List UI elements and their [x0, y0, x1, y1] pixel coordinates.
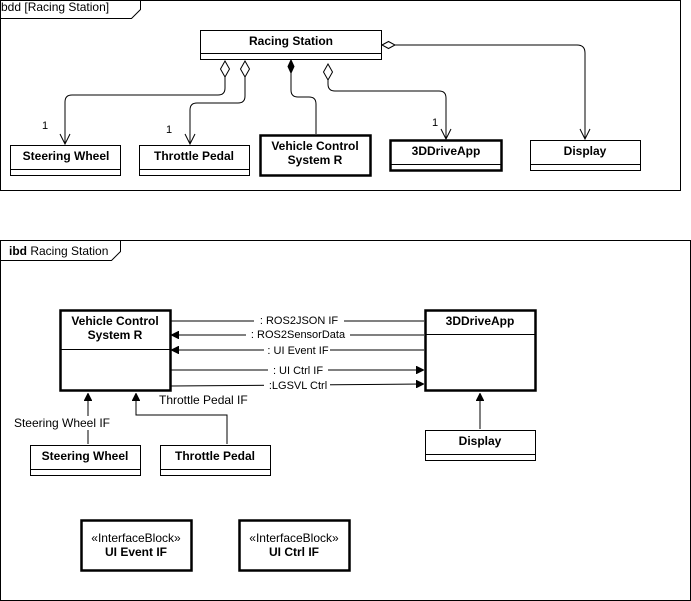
bdd-frame: bdd [Racing Station]: [0, 0, 681, 191]
interface-block-name: UI Ctrl IF: [269, 545, 319, 559]
connector-lgsvl-label: :LGSVL Ctrl: [269, 380, 327, 392]
vcs-label-line1: Vehicle Control: [271, 139, 358, 153]
steering-wheel-label: Steering Wheel: [23, 149, 110, 163]
aggregation-display: [380, 40, 585, 140]
interface-block-stereotype: «InterfaceBlock»: [249, 531, 339, 545]
bdd-block-steering-wheel[interactable]: Steering Wheel: [10, 145, 121, 176]
aggregation-throttle-pedal: 1: [166, 59, 251, 144]
display-label: Display: [564, 144, 607, 158]
connector-throttle-pedal-if-label: Throttle Pedal IF: [159, 393, 248, 407]
connector-ui-ctrl-label: : UI Ctrl IF: [273, 365, 323, 377]
aggregation-diamond-icon: [322, 62, 334, 82]
bdd-block-throttle-pedal[interactable]: Throttle Pedal: [139, 145, 250, 176]
composition-vehicle-control-system: [287, 58, 317, 134]
connector-ui-event-if: : UI Event IF: [172, 344, 424, 357]
multiplicity-throttle-pedal: 1: [166, 124, 172, 136]
ibd-steering-wheel-label: Steering Wheel: [42, 449, 129, 463]
ibd-throttle-pedal-label: Throttle Pedal: [175, 449, 255, 463]
bdd-block-display[interactable]: Display: [530, 140, 641, 171]
connector-throttle-pedal-if: Throttle Pedal IF: [136, 393, 248, 444]
connector-ros2sensordata-label: : ROS2SensorData: [251, 329, 346, 341]
bdd-block-vehicle-control-system[interactable]: Vehicle Control System R: [259, 134, 372, 177]
connector-steering-wheel-if-label: Steering Wheel IF: [14, 416, 110, 430]
connector-steering-wheel-if: Steering Wheel IF: [14, 394, 110, 444]
ibd-part-throttle-pedal[interactable]: Throttle Pedal: [160, 445, 271, 476]
interface-block-ui-ctrl-if[interactable]: «InterfaceBlock» UI Ctrl IF: [238, 519, 351, 572]
connector-ui-event-label: : UI Event IF: [267, 345, 328, 357]
connector-ros2json: : ROS2JSON IF: [171, 314, 424, 327]
aggregation-diamond-icon: [380, 40, 397, 50]
racing-station-label: Racing Station: [249, 34, 333, 48]
aggregation-diamond-icon: [219, 59, 231, 79]
ibd-part-vehicle-control-system[interactable]: Vehicle Control System R: [59, 309, 172, 392]
interface-block-name: UI Event IF: [105, 545, 167, 559]
interface-block-stereotype: «InterfaceBlock»: [91, 531, 181, 545]
multiplicity-steering-wheel: 1: [42, 120, 48, 132]
multiplicity-drive-app: 1: [432, 117, 438, 129]
throttle-pedal-label: Throttle Pedal: [154, 149, 234, 163]
connector-ros2sensordata: : ROS2SensorData: [172, 328, 424, 341]
aggregation-3ddriveapp: 1: [322, 62, 447, 139]
vcs-label-line2: System R: [288, 153, 343, 167]
ibd-drive-app-label: 3DDriveApp: [446, 314, 515, 328]
connector-ros2json-label: : ROS2JSON IF: [260, 315, 339, 327]
bdd-block-racing-station[interactable]: Racing Station: [200, 30, 382, 60]
ibd-part-steering-wheel[interactable]: Steering Wheel: [30, 445, 141, 476]
bdd-block-3ddriveapp[interactable]: 3DDriveApp: [389, 139, 503, 172]
bdd-frame-label: bdd [Racing Station]: [1, 0, 109, 14]
ibd-vcs-label-line2: System R: [88, 328, 143, 342]
aggregation-diamond-icon: [239, 59, 251, 79]
ibd-vcs-label-line1: Vehicle Control: [71, 314, 158, 328]
connector-lgsvl-ctrl: :LGSVL Ctrl: [170, 379, 423, 392]
composition-diamond-icon: [287, 58, 295, 75]
ibd-part-display[interactable]: Display: [425, 430, 536, 461]
aggregation-steering-wheel: 1: [42, 59, 231, 144]
connector-ui-ctrl-if: : UI Ctrl IF: [171, 364, 423, 377]
ibd-part-3ddriveapp[interactable]: 3DDriveApp: [424, 309, 537, 392]
ibd-display-label: Display: [459, 434, 502, 448]
interface-block-ui-event-if[interactable]: «InterfaceBlock» UI Event IF: [80, 519, 193, 572]
ibd-frame-label: ibd Racing Station: [9, 244, 108, 258]
drive-app-label: 3DDriveApp: [412, 144, 481, 158]
